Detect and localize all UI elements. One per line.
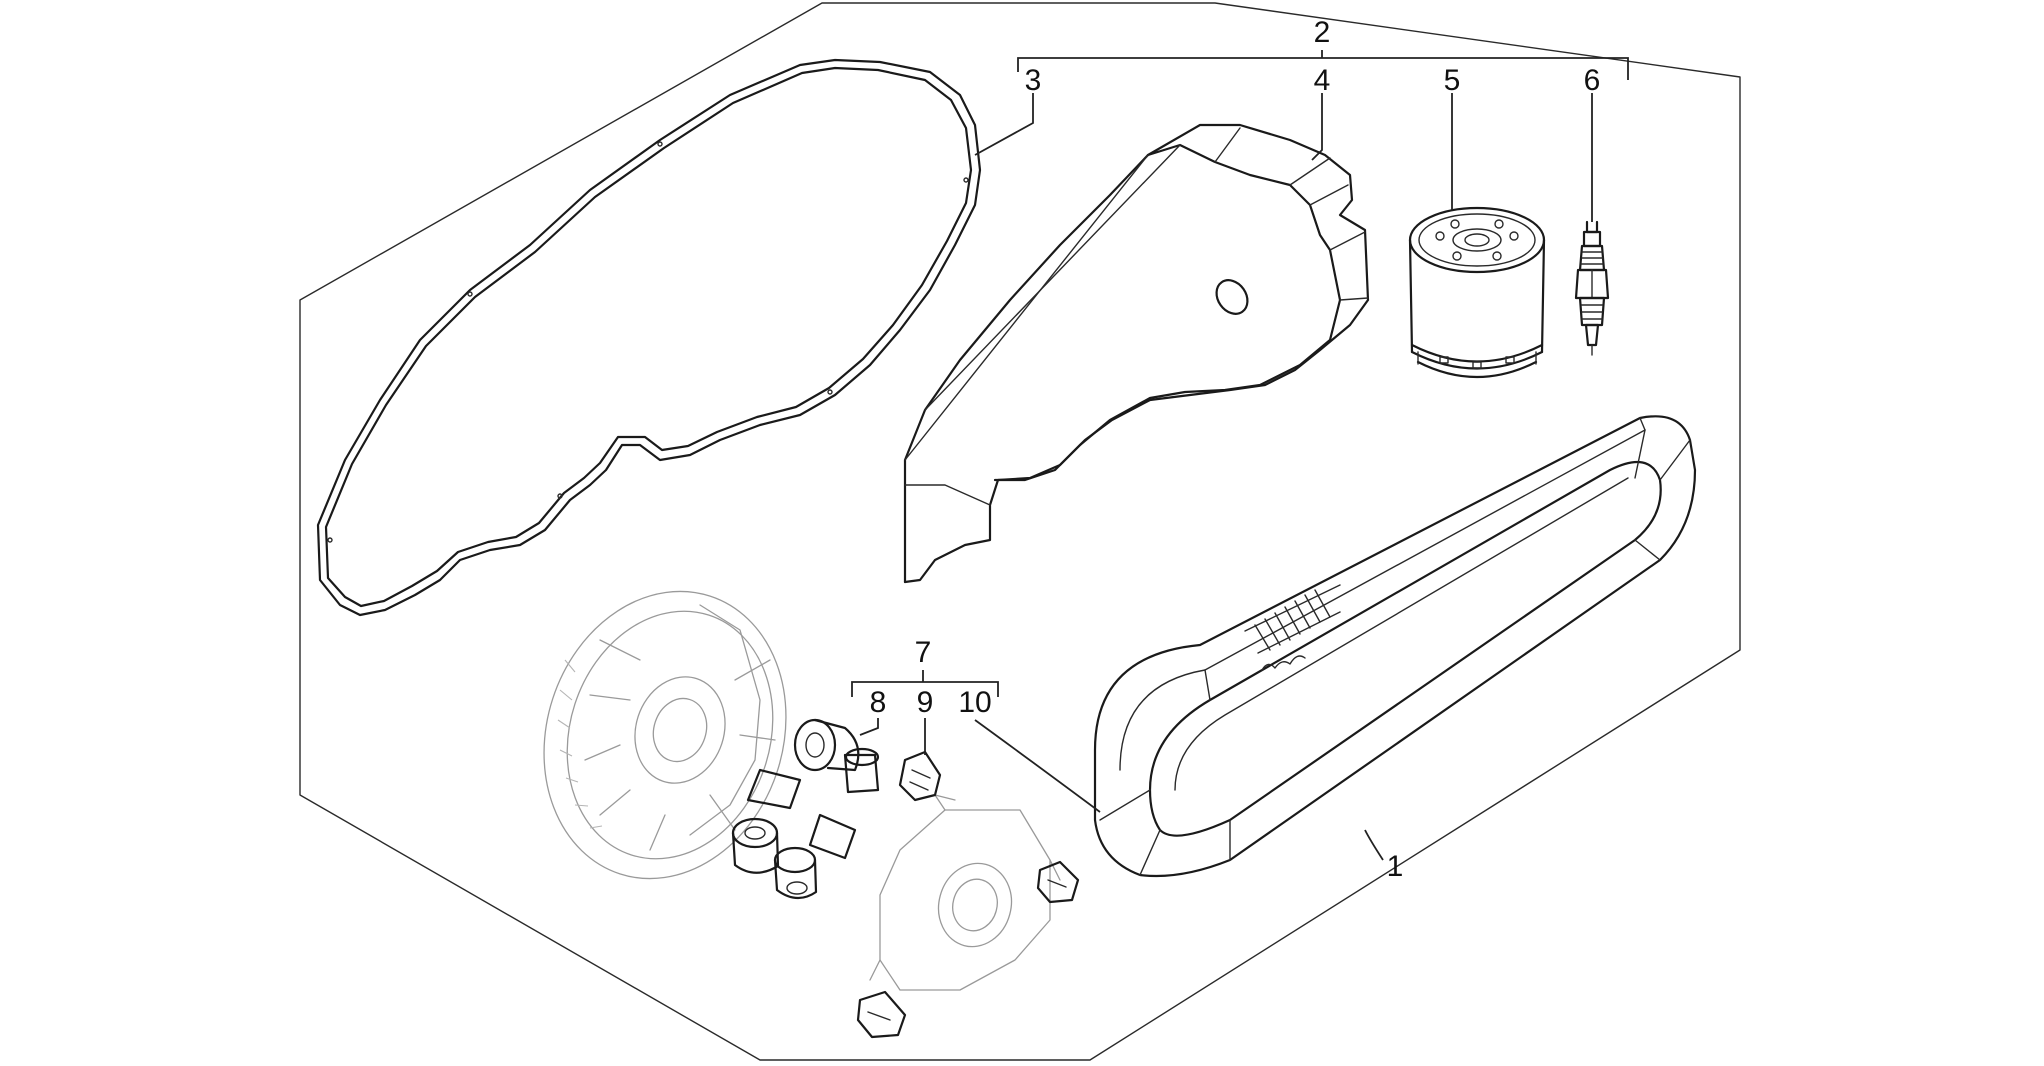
oil-filter-part bbox=[1408, 206, 1546, 379]
callout-7: 7 bbox=[915, 636, 932, 669]
ramp-plate-part bbox=[869, 794, 1061, 991]
leader-lines bbox=[851, 50, 1629, 861]
callout-labels: 1 2 3 4 5 6 7 8 9 10 bbox=[870, 16, 1601, 883]
callout-10: 10 bbox=[958, 686, 991, 719]
callout-8: 8 bbox=[870, 686, 887, 719]
rollers-part bbox=[731, 718, 880, 900]
air-filter-part bbox=[903, 123, 1370, 584]
spark-plug-part bbox=[1574, 220, 1610, 356]
callout-9: 9 bbox=[917, 686, 934, 719]
callout-1: 1 bbox=[1387, 850, 1404, 883]
variator-part bbox=[543, 590, 787, 880]
drive-belt-part bbox=[1093, 415, 1697, 878]
sliders-part bbox=[856, 750, 1080, 1039]
callout-4: 4 bbox=[1314, 64, 1331, 97]
callout-5: 5 bbox=[1444, 64, 1461, 97]
gasket-part bbox=[316, 58, 982, 617]
callout-2: 2 bbox=[1314, 16, 1331, 49]
kit-boundary bbox=[299, 2, 1741, 1061]
callout-6: 6 bbox=[1584, 64, 1601, 97]
callout-3: 3 bbox=[1025, 64, 1042, 97]
